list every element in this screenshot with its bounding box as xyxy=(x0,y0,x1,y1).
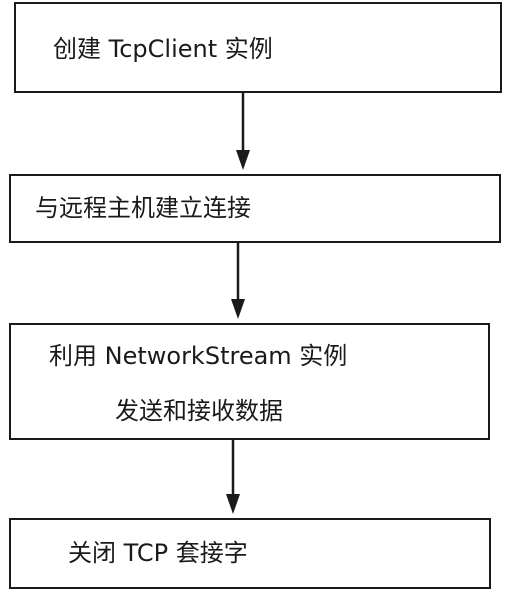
step-label: 关闭 TCP 套接字 xyxy=(68,539,248,567)
arrow-down-icon xyxy=(226,494,240,514)
step-send-receive-data: 利用 NetworkStream 实例 发送和接收数据 xyxy=(9,323,490,440)
step-label-line1: 利用 NetworkStream 实例 xyxy=(49,342,348,370)
arrow-down-icon xyxy=(231,299,245,319)
step-close-socket: 关闭 TCP 套接字 xyxy=(9,518,491,589)
step-connect-remote-host: 与远程主机建立连接 xyxy=(9,174,501,243)
step-label: 创建 TcpClient 实例 xyxy=(53,35,273,63)
arrow-1 xyxy=(236,93,250,170)
step-label: 与远程主机建立连接 xyxy=(35,194,251,222)
step-label-line2: 发送和接收数据 xyxy=(115,397,283,425)
arrow-2 xyxy=(231,243,245,319)
step-create-tcpclient: 创建 TcpClient 实例 xyxy=(14,2,502,93)
arrow-3 xyxy=(226,440,240,514)
arrow-down-icon xyxy=(236,150,250,170)
